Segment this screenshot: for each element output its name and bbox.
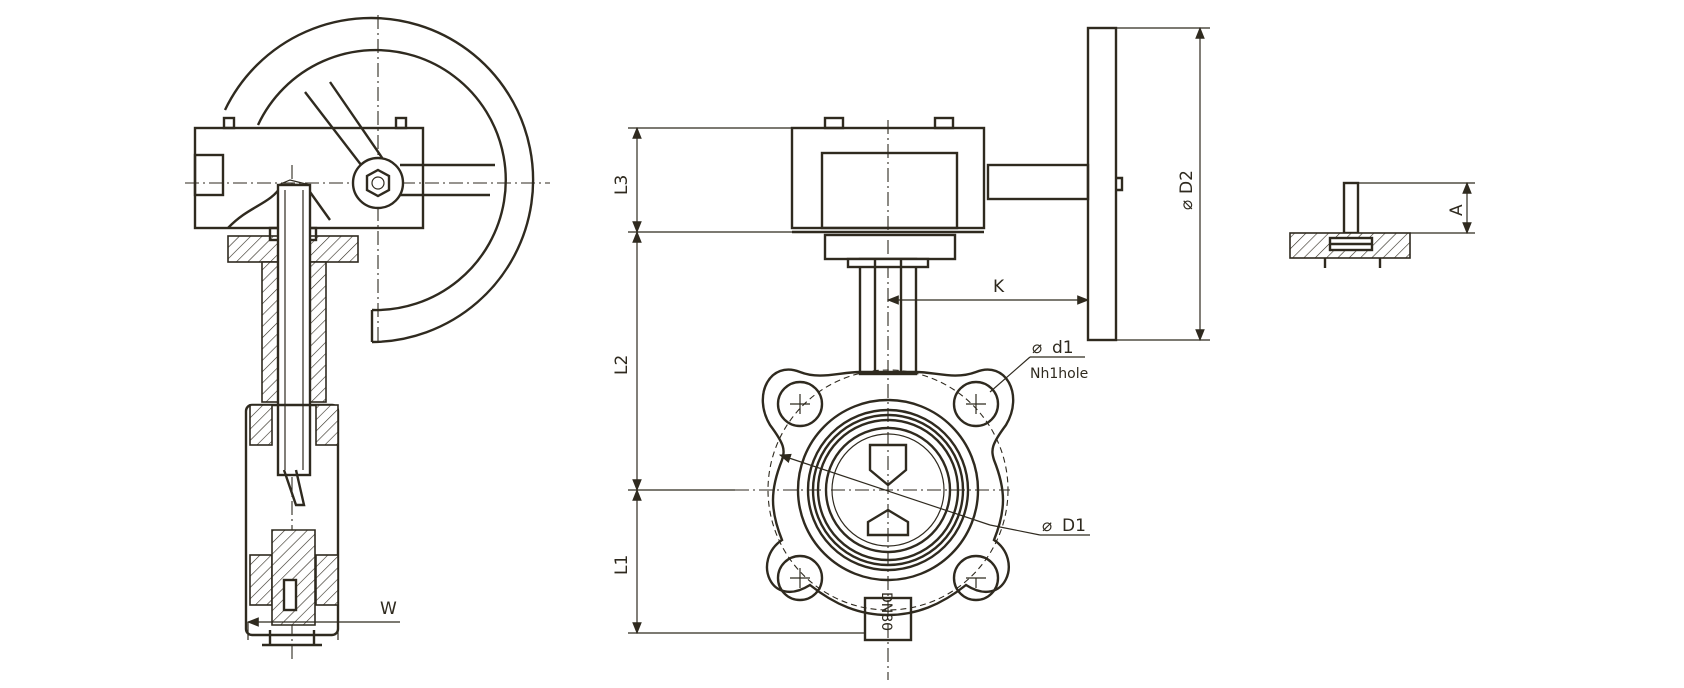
dim-d1: d1 (1052, 338, 1074, 358)
dim-L3: L3 (612, 175, 632, 195)
stem-stub (1342, 181, 1360, 235)
dim-L1: L1 (612, 555, 632, 575)
stem-detail-view: A (1289, 181, 1475, 268)
dim-D1: D1 (1062, 516, 1086, 536)
dim-A: A (1447, 204, 1467, 216)
dim-K: K (993, 277, 1005, 297)
bolt-circle (767, 369, 1009, 611)
dim-D2-symbol: ⌀ (1177, 200, 1197, 210)
bottom-boss (863, 596, 913, 642)
dim-D1-symbol: ⌀ (1042, 516, 1052, 536)
hub (351, 156, 405, 210)
front-view: DN80 L3 L2 L1 K ⌀ D2 ⌀ d1 Nh1hole ⌀ (612, 26, 1210, 680)
handwheel-edge (1086, 26, 1118, 342)
side-section-view: W (185, 15, 550, 660)
dim-d1-symbol: ⌀ (1032, 338, 1042, 358)
dim-hole: Nh1hole (1030, 366, 1088, 382)
dim-W: W (380, 599, 397, 619)
dim-L2: L2 (612, 355, 632, 375)
dim-D2: D2 (1177, 170, 1197, 194)
handwheel-rim (223, 16, 535, 344)
body-marking: DN80 (878, 592, 894, 631)
